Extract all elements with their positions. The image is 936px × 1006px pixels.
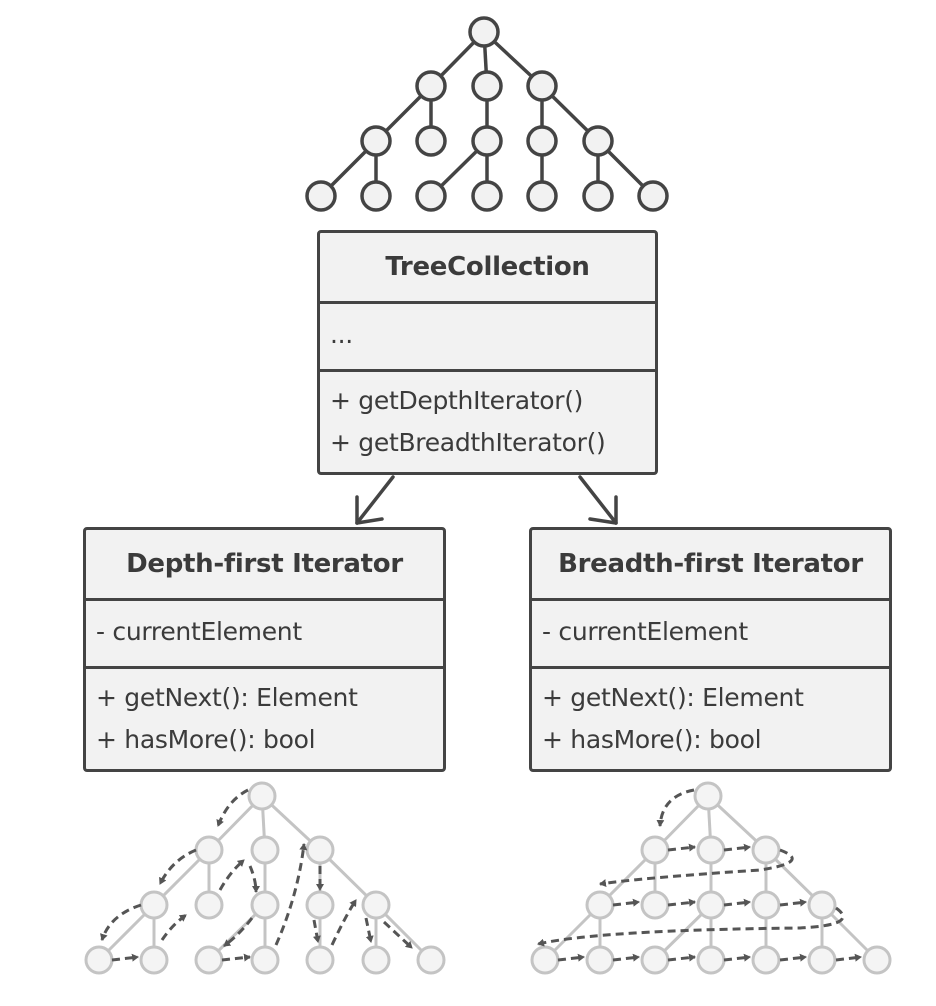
depth-iterator-title: Depth-first Iterator [126, 549, 403, 579]
depth-first-tree-icon [84, 781, 446, 975]
arrowhead-breadth [588, 495, 618, 525]
depth-iterator-attribute: - currentElement [96, 617, 302, 646]
depth-method-get-next: + getNext(): Element [96, 683, 358, 712]
method-get-breadth-iterator: + getBreadthIterator() [330, 428, 606, 457]
breadth-method-get-next: + getNext(): Element [542, 683, 804, 712]
breadth-first-iterator-class: Breadth-first Iterator - currentElement … [529, 527, 892, 772]
breadth-iterator-methods: + getNext(): Element + hasMore(): bool [532, 666, 889, 761]
arrow-to-breadth-iterator [578, 475, 618, 525]
depth-iterator-methods: + getNext(): Element + hasMore(): bool [86, 666, 443, 761]
arrow-to-depth-iterator [355, 475, 395, 525]
depth-first-iterator-class: Depth-first Iterator - currentElement + … [83, 527, 446, 772]
dependency-arrows [355, 475, 618, 525]
tree-collection-methods: + getDepthIterator() + getBreadthIterato… [320, 369, 655, 464]
tree-collection-class: TreeCollection ... + getDepthIterator() … [317, 230, 658, 475]
depth-method-has-more: + hasMore(): bool [96, 725, 316, 754]
breadth-first-tree-icon [530, 781, 892, 975]
depth-iterator-attributes: - currentElement [86, 598, 443, 666]
tree-collection-title: TreeCollection [385, 252, 590, 282]
tree-collection-attributes: ... [320, 301, 655, 369]
breadth-method-has-more: + hasMore(): bool [542, 725, 762, 754]
tree-structure-icon [305, 16, 669, 212]
breadth-iterator-title: Breadth-first Iterator [558, 549, 863, 579]
arrowhead-depth [355, 495, 384, 525]
breadth-iterator-attributes: - currentElement [532, 598, 889, 666]
breadth-iterator-attribute: - currentElement [542, 617, 748, 646]
method-get-depth-iterator: + getDepthIterator() [330, 386, 584, 415]
tree-collection-attribute: ... [330, 320, 353, 349]
